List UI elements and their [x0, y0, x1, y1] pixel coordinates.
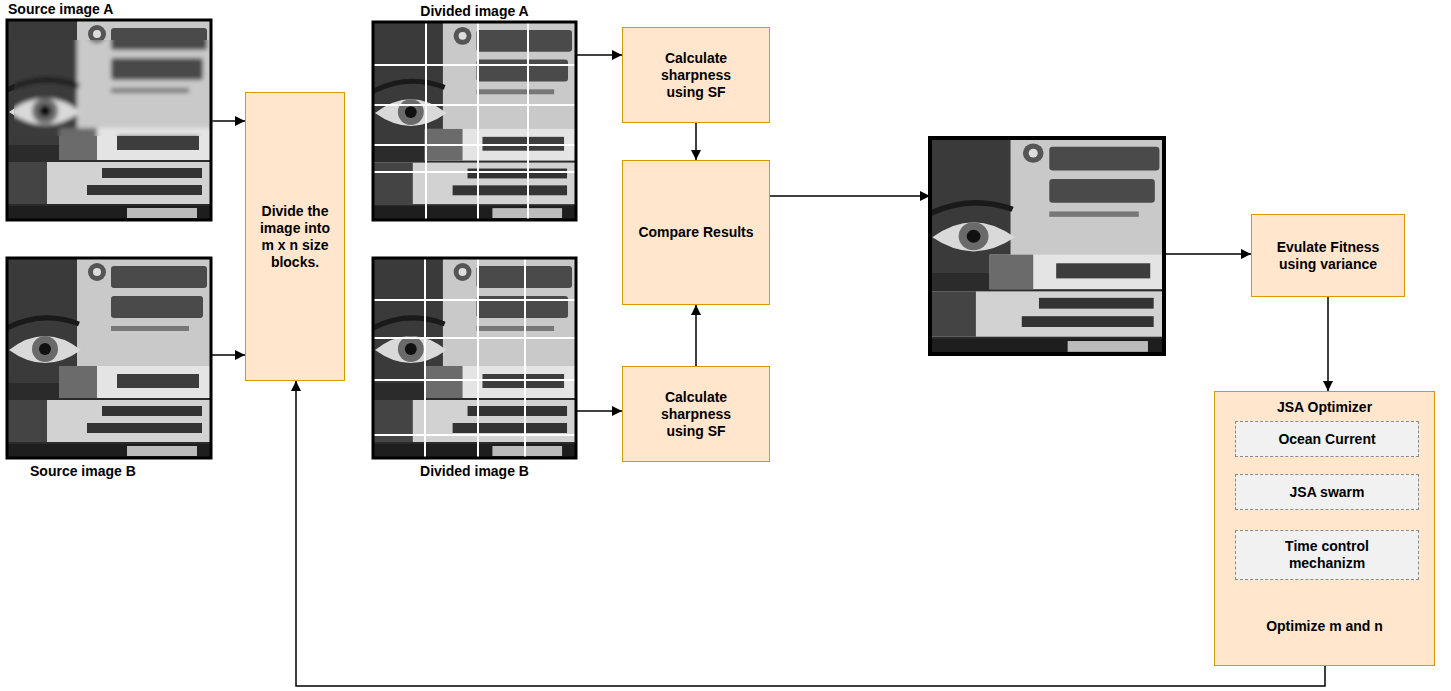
component-box: Ocean Current [1235, 421, 1419, 457]
arrow-connector [211, 354, 245, 356]
arrow-head [920, 191, 930, 201]
process-box: Calculate sharpness using SF [622, 27, 770, 123]
photo-blur [373, 22, 576, 117]
photo-frame [7, 20, 211, 220]
box-label: Calculate sharpness using SF [650, 389, 742, 440]
image-caption: Divided image B [420, 462, 529, 480]
photo-blur [373, 366, 576, 458]
arrow-connector [1327, 297, 1329, 391]
photo [930, 138, 1164, 354]
image-caption: Source image A [8, 0, 113, 18]
image-panel: Source image B [7, 258, 211, 480]
box-label: Calculate sharpness using SF [650, 50, 742, 101]
box-label: Compare Results [638, 224, 753, 241]
image-panel: Source image A [7, 0, 211, 220]
photo [373, 22, 576, 220]
photo [373, 258, 576, 458]
block-grid [373, 258, 576, 458]
optimizer-label: JSA Optimizer [1277, 399, 1372, 416]
block-grid [373, 22, 576, 220]
box-label: Ocean Current [1278, 431, 1375, 448]
box-label: JSA swarm [1290, 484, 1365, 501]
divided-photo [373, 22, 576, 220]
fused-photo [920, 138, 1164, 354]
photo-frame [373, 258, 576, 458]
process-box: Divide the image into m x n size blocks. [245, 92, 345, 381]
box-label: Time control mechanizm [1262, 538, 1392, 572]
divided-photo [373, 258, 576, 458]
image-panel: Divided image A [373, 2, 576, 220]
arrow-connector [211, 120, 245, 122]
process-box: Calculate sharpness using SF [622, 366, 770, 462]
image-caption: Divided image A [420, 2, 528, 20]
photo-blur [7, 366, 211, 458]
box-label: Divide the image into m x n size blocks. [252, 203, 338, 271]
image-panel: Divided image B [373, 258, 576, 480]
image-caption: Source image B [30, 462, 136, 480]
arrow-connector [695, 305, 697, 366]
photo [7, 20, 211, 220]
box-label: Evulate Fitness using variance [1264, 239, 1392, 273]
photo-frame [930, 138, 1164, 354]
photo-blur [7, 20, 211, 116]
source-photo [7, 20, 211, 220]
process-box: Evulate Fitness using variance [1251, 214, 1405, 297]
arrow-connector [695, 123, 697, 160]
optimizer-label: Optimize m and n [1266, 618, 1383, 635]
arrow-connector [576, 410, 622, 412]
photo-frame [373, 22, 576, 220]
source-photo [7, 258, 211, 458]
component-box: Time control mechanizm [1235, 530, 1419, 580]
component-box: JSA swarm [1235, 474, 1419, 510]
optimizer-box: JSA OptimizerOptimize m and n Ocean Curre… [1214, 391, 1435, 666]
photo-frame [7, 258, 211, 458]
arrow-connector [576, 54, 622, 56]
photo [7, 258, 211, 458]
process-box: Compare Results [622, 160, 770, 305]
